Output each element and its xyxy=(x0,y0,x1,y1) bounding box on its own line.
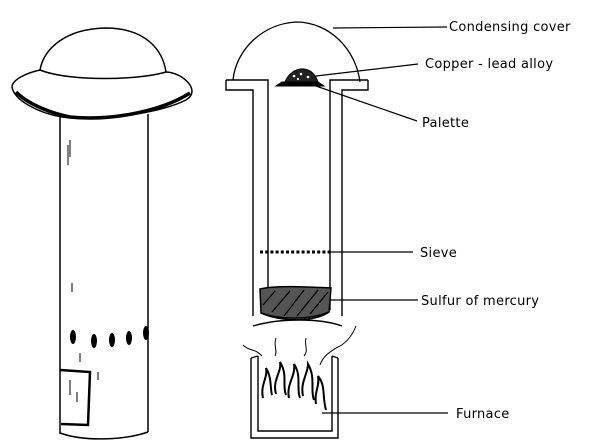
condensing-cover xyxy=(232,21,361,83)
flames xyxy=(261,360,327,411)
exterior-brim-shadow xyxy=(14,90,191,120)
label-palette: Palette xyxy=(422,116,469,131)
exterior-brim xyxy=(11,69,193,120)
vapor-wisps xyxy=(242,325,357,366)
label-sieve: Sieve xyxy=(420,246,457,261)
leader-copper-lead-alloy xyxy=(315,63,419,77)
label-copper-lead-alloy: Copper - lead alloy xyxy=(425,57,553,72)
palette xyxy=(274,81,326,87)
sulfur-dish xyxy=(252,311,343,327)
label-sulfur-of-mercury: Sulfur of mercury xyxy=(421,294,539,309)
copper-lead-alloy xyxy=(284,68,319,83)
cross-section-view xyxy=(225,21,369,439)
exterior-cylinder-bottom xyxy=(59,431,149,440)
leader-palette xyxy=(315,85,418,122)
vessel-right-flange xyxy=(329,79,369,316)
label-condensing-cover: Condensing cover xyxy=(449,20,571,35)
furnace xyxy=(250,356,339,439)
leader-lines xyxy=(315,26,448,414)
exterior-view xyxy=(11,27,193,440)
label-furnace: Furnace xyxy=(456,407,510,422)
exterior-dome xyxy=(39,27,167,80)
exterior-vent-holes xyxy=(70,326,149,348)
leader-condensing-cover xyxy=(332,26,448,29)
exterior-texture-marks xyxy=(67,140,99,402)
exterior-firing-door xyxy=(59,368,92,427)
vessel-left-flange xyxy=(225,79,269,316)
